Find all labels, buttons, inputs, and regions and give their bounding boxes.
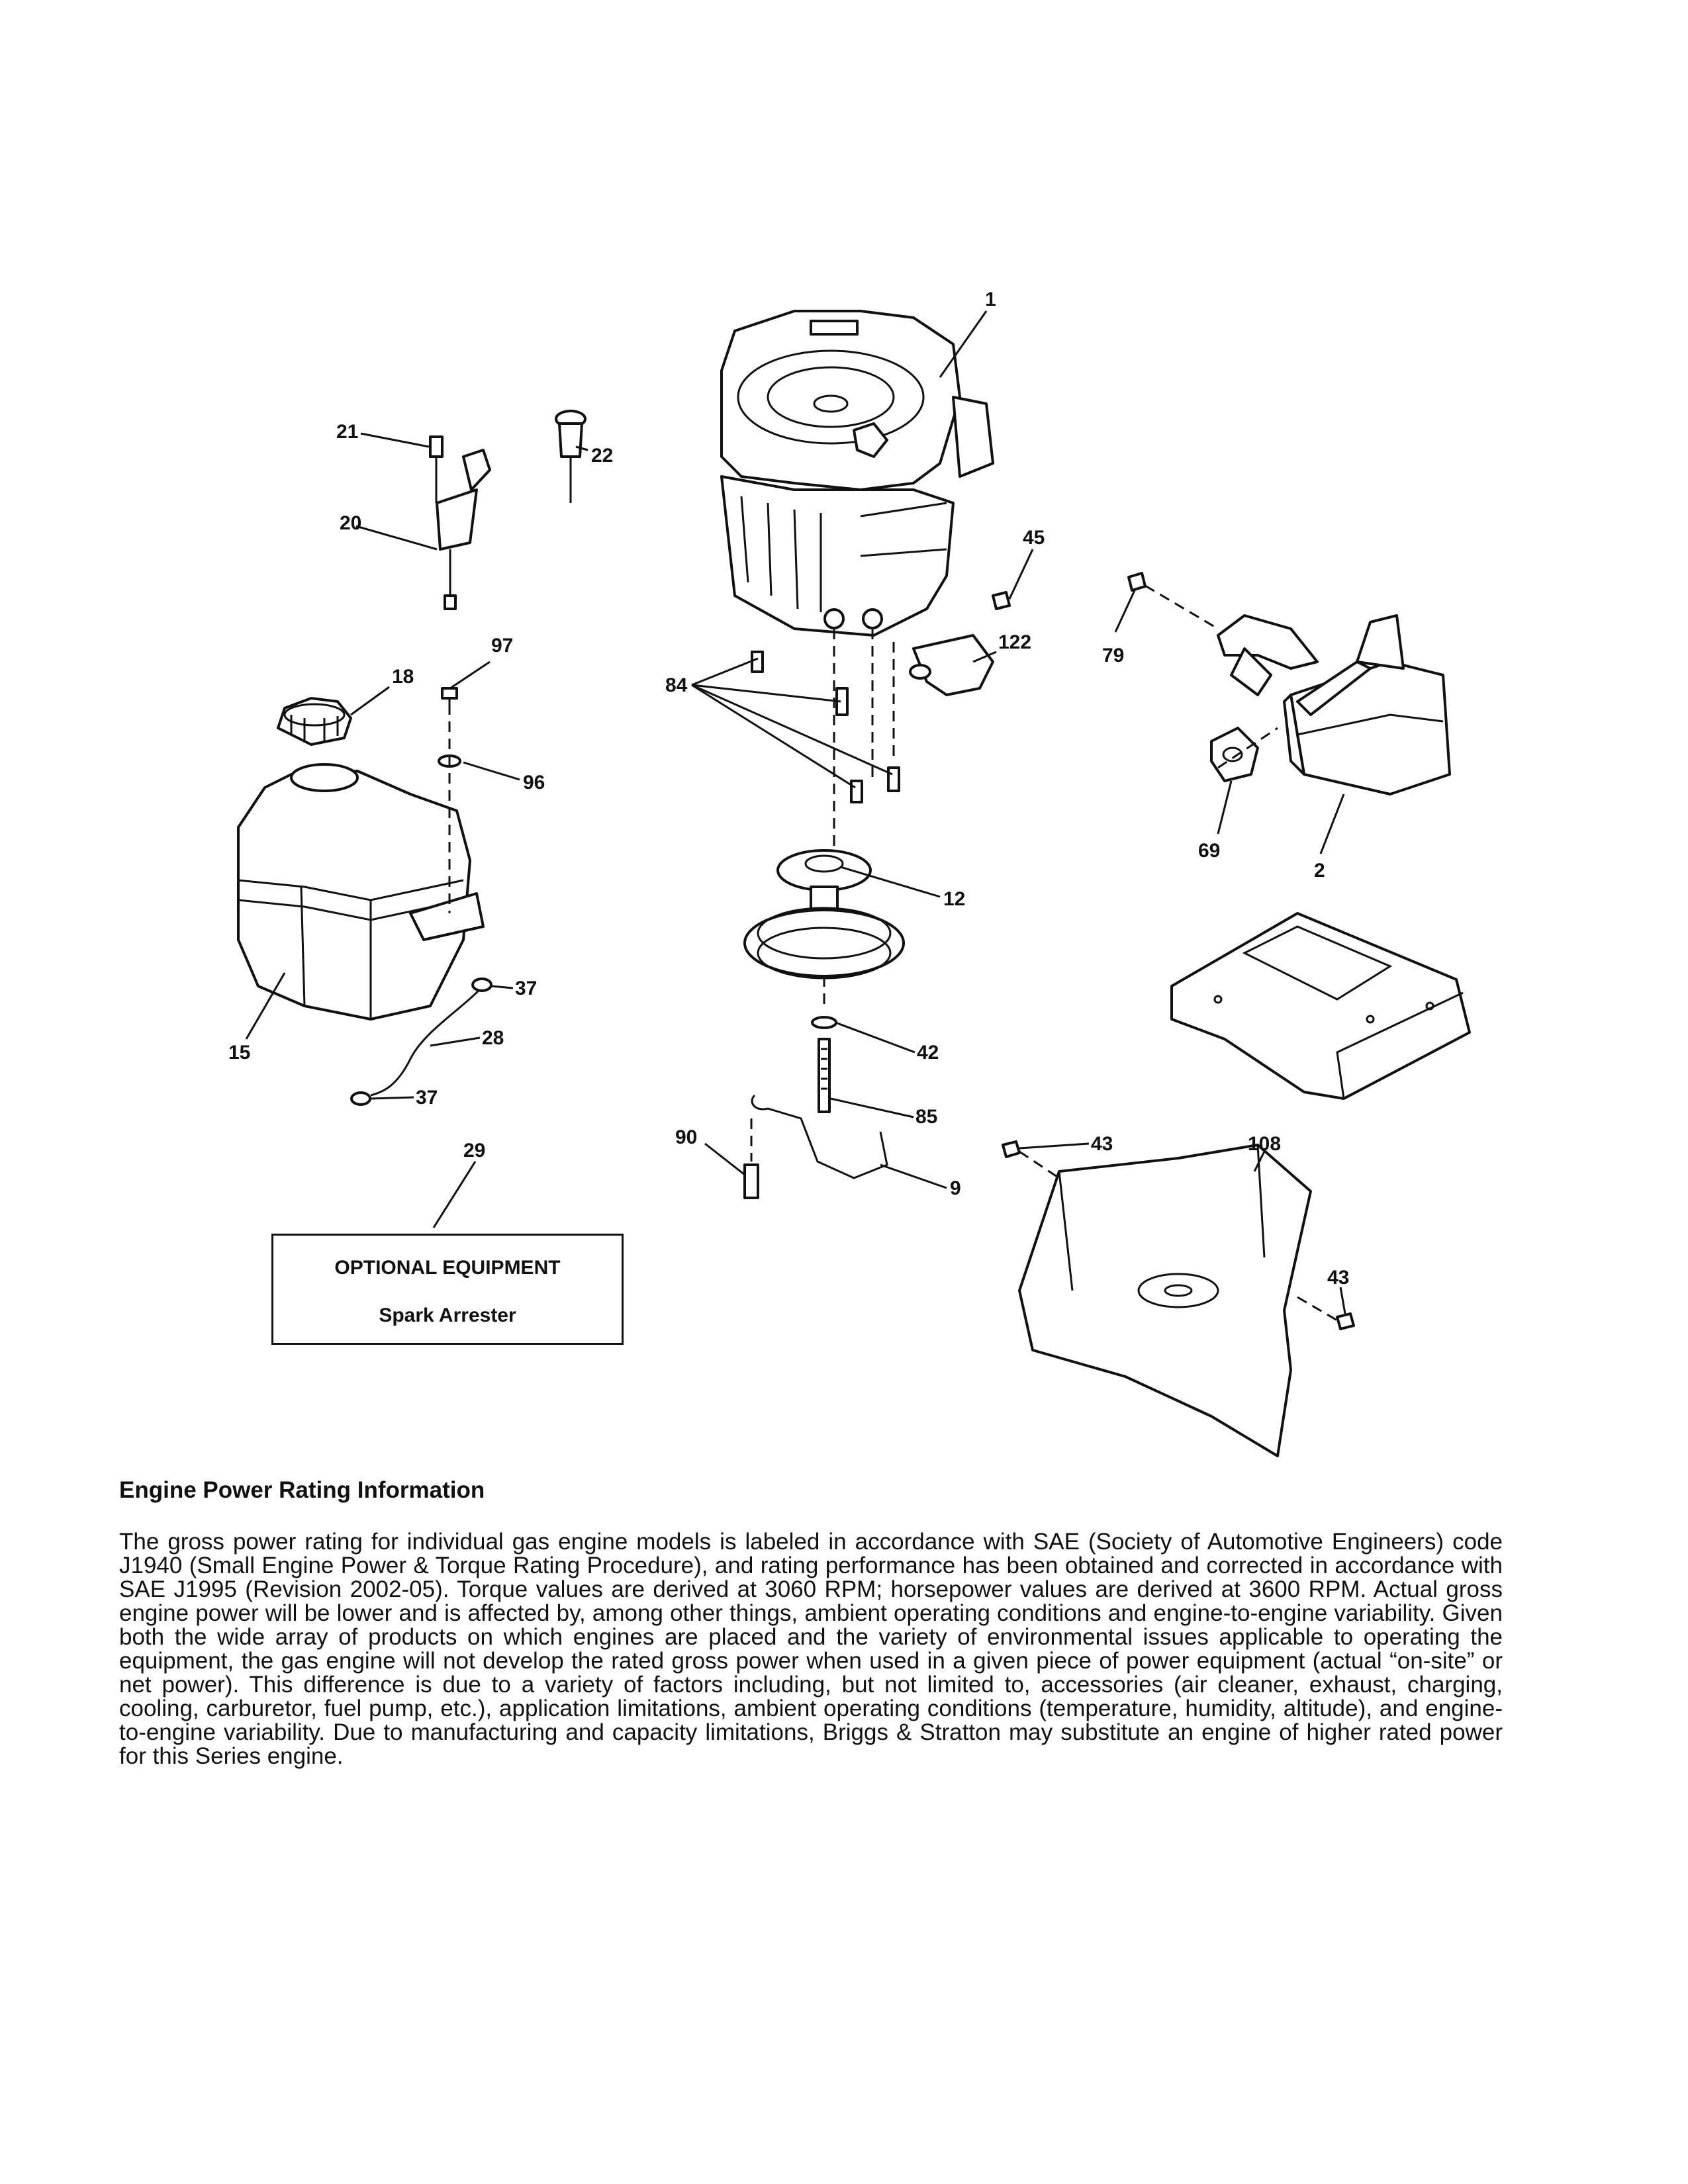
callout-22: 22 — [591, 445, 613, 467]
muffler-illustration — [1127, 572, 1451, 796]
callout-37-b: 37 — [416, 1087, 438, 1109]
fuel-cap-illustration — [277, 697, 352, 746]
optional-equipment-box: OPTIONAL EQUIPMENT Spark Arrester — [271, 1234, 624, 1345]
callout-1: 1 — [985, 289, 996, 310]
callout-15: 15 — [228, 1042, 250, 1064]
engine-bolts-illustration — [751, 629, 900, 847]
callout-43-a: 43 — [1091, 1133, 1113, 1155]
callout-96: 96 — [523, 772, 545, 794]
pto-hardware-illustration — [743, 976, 888, 1199]
callout-20: 20 — [340, 512, 361, 534]
mount-plate-illustration — [1170, 912, 1471, 1100]
callout-45: 45 — [1023, 527, 1045, 549]
leader-lines — [245, 310, 1346, 1314]
callout-21: 21 — [336, 421, 358, 443]
spark-arrester-label: Spark Arrester — [379, 1304, 516, 1326]
callout-9: 9 — [950, 1177, 961, 1199]
callout-108: 108 — [1248, 1133, 1281, 1155]
callout-85: 85 — [915, 1106, 937, 1128]
callout-28: 28 — [482, 1027, 504, 1049]
info-heading: Engine Power Rating Information — [119, 1477, 485, 1503]
choke-knob-illustration — [555, 410, 586, 503]
callout-90: 90 — [675, 1126, 697, 1148]
callout-69: 69 — [1198, 840, 1220, 862]
pulley-illustration — [743, 849, 905, 979]
callout-18: 18 — [392, 666, 414, 688]
callout-84: 84 — [665, 674, 688, 696]
bracket-122-illustration — [909, 591, 1011, 696]
shield-illustration — [1002, 1140, 1355, 1457]
callout-37-a: 37 — [515, 978, 537, 999]
info-body: The gross power rating for individual ga… — [119, 1529, 1503, 1769]
fuel-tank-illustration — [237, 763, 485, 1021]
throttle-bracket-illustration — [429, 435, 491, 610]
callout-79: 79 — [1102, 645, 1124, 666]
callout-29: 29 — [463, 1140, 485, 1161]
callout-97: 97 — [491, 635, 513, 657]
bolt-washer-illustration — [438, 687, 461, 913]
engine-power-info: Engine Power Rating Information The gros… — [119, 1477, 1503, 1768]
callout-labels: 1 21 22 20 97 18 96 15 37 28 37 29 45 12… — [228, 289, 1349, 1289]
callout-2: 2 — [1314, 860, 1325, 882]
callout-42: 42 — [917, 1042, 939, 1064]
callout-12: 12 — [943, 888, 965, 910]
optional-equipment-title: OPTIONAL EQUIPMENT — [334, 1257, 561, 1279]
parts-diagram: 1 21 22 20 97 18 96 15 37 28 37 29 45 12… — [228, 289, 1471, 1457]
fuel-line-illustration — [350, 978, 492, 1106]
callout-122: 122 — [998, 631, 1031, 653]
callout-43-b: 43 — [1327, 1267, 1349, 1289]
engine-illustration — [720, 310, 994, 637]
